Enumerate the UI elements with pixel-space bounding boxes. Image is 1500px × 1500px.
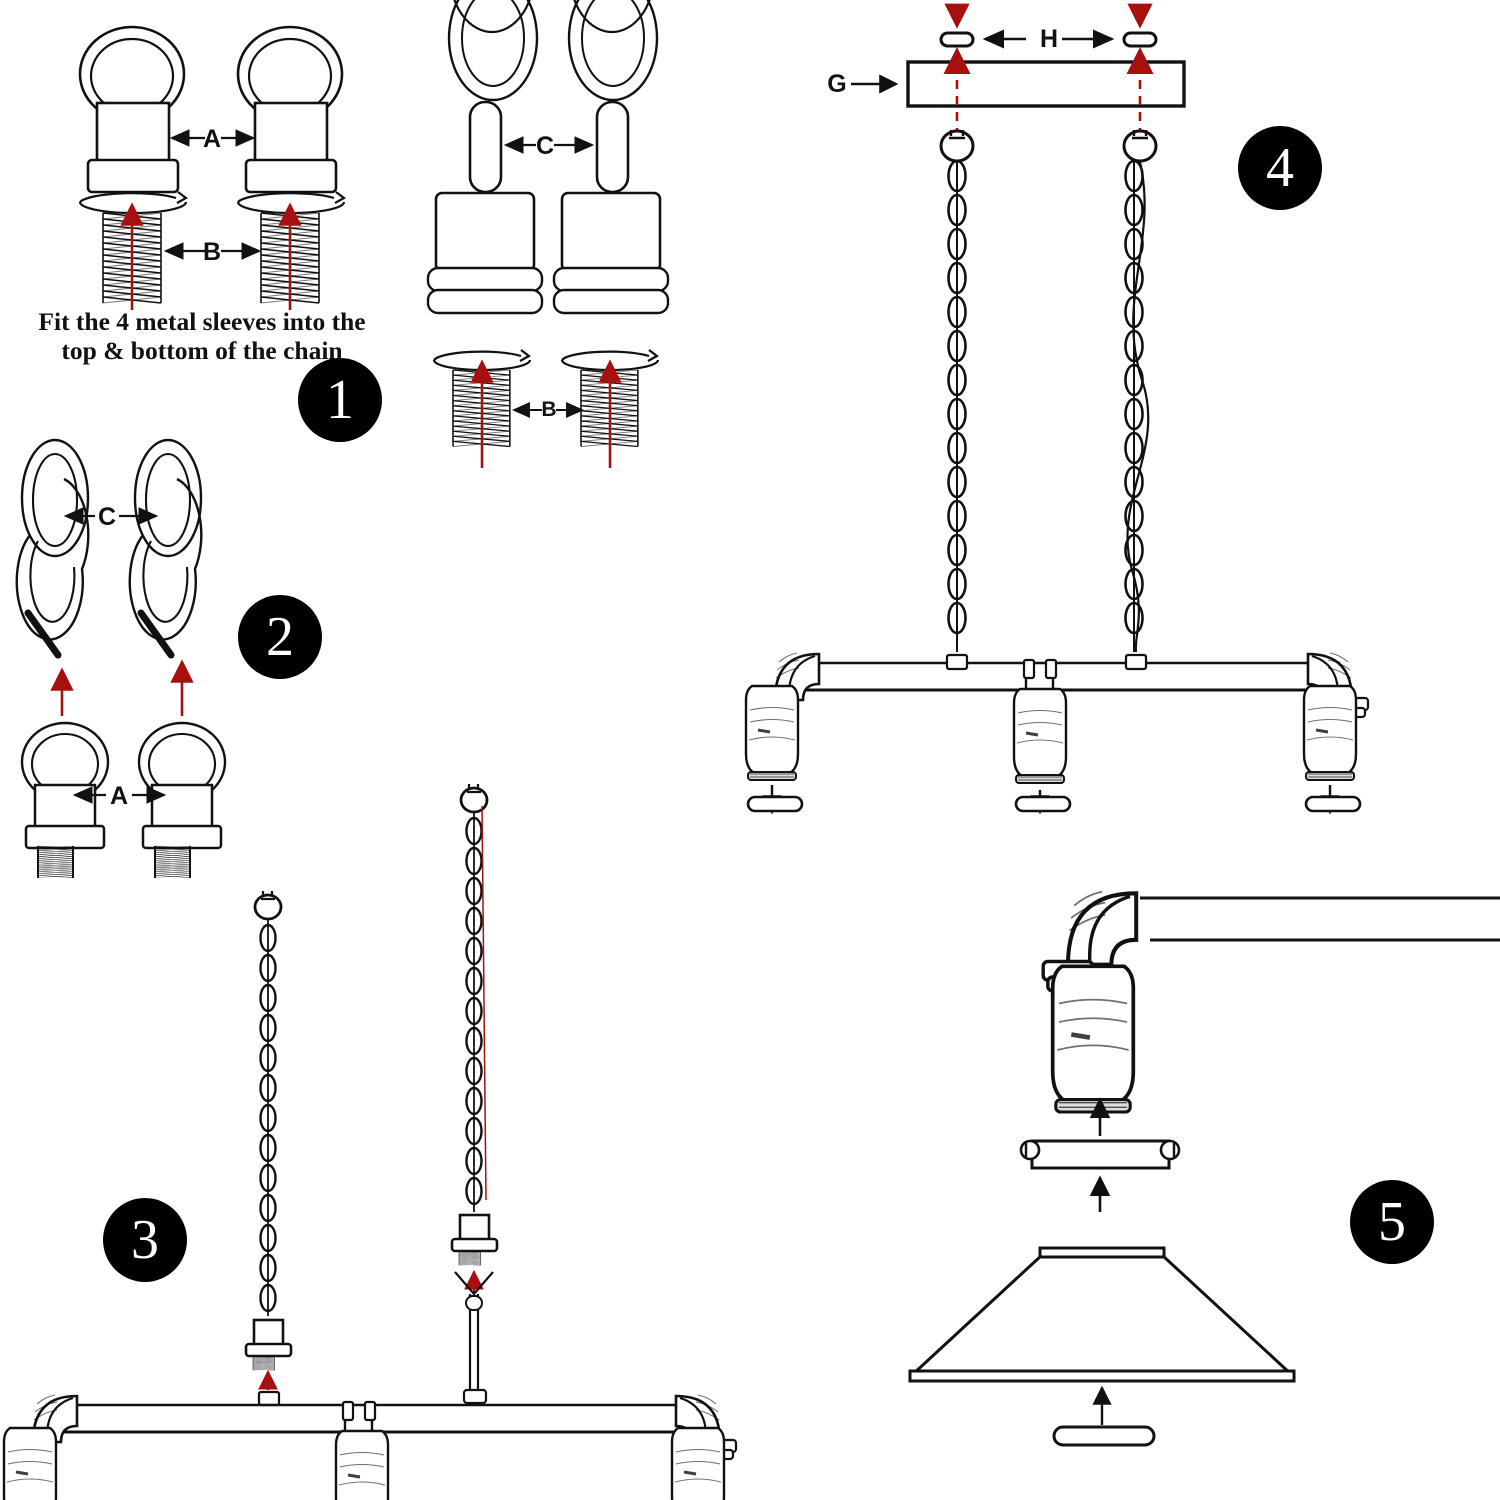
- step3-chain-left: [244, 891, 293, 1407]
- step3-collar-left: [252, 1318, 285, 1348]
- step-badge-2: 2: [238, 595, 322, 679]
- step2-chainlink-left: [15, 438, 90, 659]
- hanging-wire: [1126, 161, 1150, 653]
- dimension-label-G: G: [827, 70, 847, 98]
- step-badge-5-number: 5: [1378, 1191, 1406, 1253]
- chain-link-upper-left: [447, 0, 539, 102]
- step1-stud-right: [552, 100, 670, 315]
- step5-group: [908, 892, 1500, 1447]
- step3-wire-line: [481, 805, 487, 1201]
- chain-top-ring-left: [939, 129, 975, 163]
- step1-sleeve-lower-right: [560, 349, 660, 468]
- step1-left-group: [78, 25, 347, 310]
- step4-group: [744, 3, 1370, 815]
- chain-link-lower-right: [573, 0, 651, 34]
- step-badge-2-number: 2: [266, 606, 294, 668]
- step1-sleeve-left: [78, 191, 189, 310]
- dimension-label-C2: C: [97, 503, 117, 531]
- dimension-label-A2: A: [109, 782, 129, 810]
- chain-link-lower-left: [453, 0, 531, 34]
- lamp-shade: [908, 1246, 1296, 1383]
- step5-socket: [1053, 966, 1134, 1112]
- bulb-left: [746, 795, 804, 813]
- step-badge-3: 3: [103, 1198, 187, 1282]
- shade-ring-clamp: [1019, 1139, 1181, 1170]
- step2-hook-collar-right: [137, 721, 227, 878]
- bulb-right: [1304, 795, 1362, 813]
- chain-left: [947, 159, 967, 652]
- step2-chainlink-right: [128, 438, 203, 659]
- step1-hook-collar-right: [236, 25, 344, 194]
- step-badge-5: 5: [1350, 1180, 1434, 1264]
- step1-stud-left: [426, 100, 544, 315]
- step-badge-4: 4: [1238, 126, 1322, 210]
- step3-pipe-fixture: [2, 1393, 738, 1500]
- step2-hook-collar-left: [20, 721, 110, 878]
- chain-link-upper-right: [567, 0, 659, 102]
- chain-top-ring-right: [1122, 129, 1158, 163]
- step1-hook-collar-left: [78, 25, 186, 194]
- ceiling-mount-bracket: [906, 60, 1186, 108]
- dimension-label-B1: B: [202, 238, 222, 266]
- step3-group: [2, 784, 738, 1500]
- bulb-center: [1014, 795, 1072, 813]
- mount-screw-left: [939, 31, 975, 48]
- step-badge-3-number: 3: [131, 1209, 159, 1271]
- step1-caption-line2: top & bottom of the chain: [61, 335, 343, 365]
- step1-caption-line1: Fit the 4 metal sleeves into the: [38, 307, 366, 336]
- step1-sleeve-lower-left: [432, 349, 532, 468]
- dimension-label-H: H: [1039, 25, 1059, 53]
- step-badge-4-number: 4: [1266, 137, 1294, 199]
- step1-caption: Fit the 4 metal sleeves into the top & b…: [6, 307, 398, 365]
- step1-right-group: [426, 0, 670, 468]
- mount-screw-right: [1122, 31, 1158, 48]
- step-badge-1-number: 1: [326, 369, 354, 431]
- step4-pipe-fixture: [744, 651, 1370, 785]
- step3-chain-right: [450, 784, 499, 1405]
- dimension-label-C1: C: [535, 132, 555, 160]
- step-badge-1: 1: [298, 358, 382, 442]
- step1-sleeve-right: [236, 191, 347, 310]
- step2-group: [15, 438, 227, 878]
- dimension-label-A1: A: [202, 125, 222, 153]
- dimension-label-B2: B: [541, 398, 557, 421]
- step5-bulb: [1052, 1425, 1156, 1447]
